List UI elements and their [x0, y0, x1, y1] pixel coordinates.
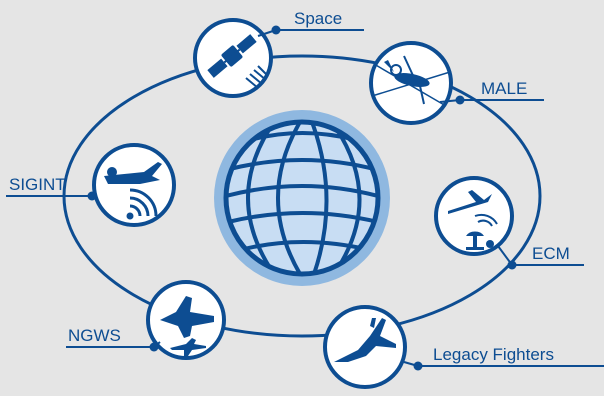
male-drone-icon — [371, 55, 451, 107]
label-ecm[interactable]: ECM — [532, 244, 570, 263]
node-sigint[interactable]: SIGINT — [6, 143, 176, 227]
node-ngws[interactable]: NGWS — [66, 280, 226, 360]
sigint-antenna-icon — [104, 162, 162, 220]
label-space[interactable]: Space — [294, 9, 342, 28]
globe-icon — [214, 110, 390, 286]
ngws-aircraft-icon — [160, 296, 214, 356]
node-male[interactable]: MALE — [369, 41, 544, 125]
label-legacy-fighters[interactable]: Legacy Fighters — [433, 345, 554, 364]
ecm-radar-icon — [448, 190, 498, 250]
label-male[interactable]: MALE — [481, 79, 527, 98]
node-space[interactable]: Space — [193, 9, 364, 98]
label-ngws[interactable]: NGWS — [68, 326, 121, 345]
satellite-icon — [207, 34, 267, 89]
node-legacy-fighters[interactable]: Legacy Fighters — [323, 305, 604, 389]
label-sigint[interactable]: SIGINT — [9, 175, 66, 194]
fighter-jet-icon — [334, 318, 396, 362]
node-ecm[interactable]: ECM — [434, 176, 584, 270]
